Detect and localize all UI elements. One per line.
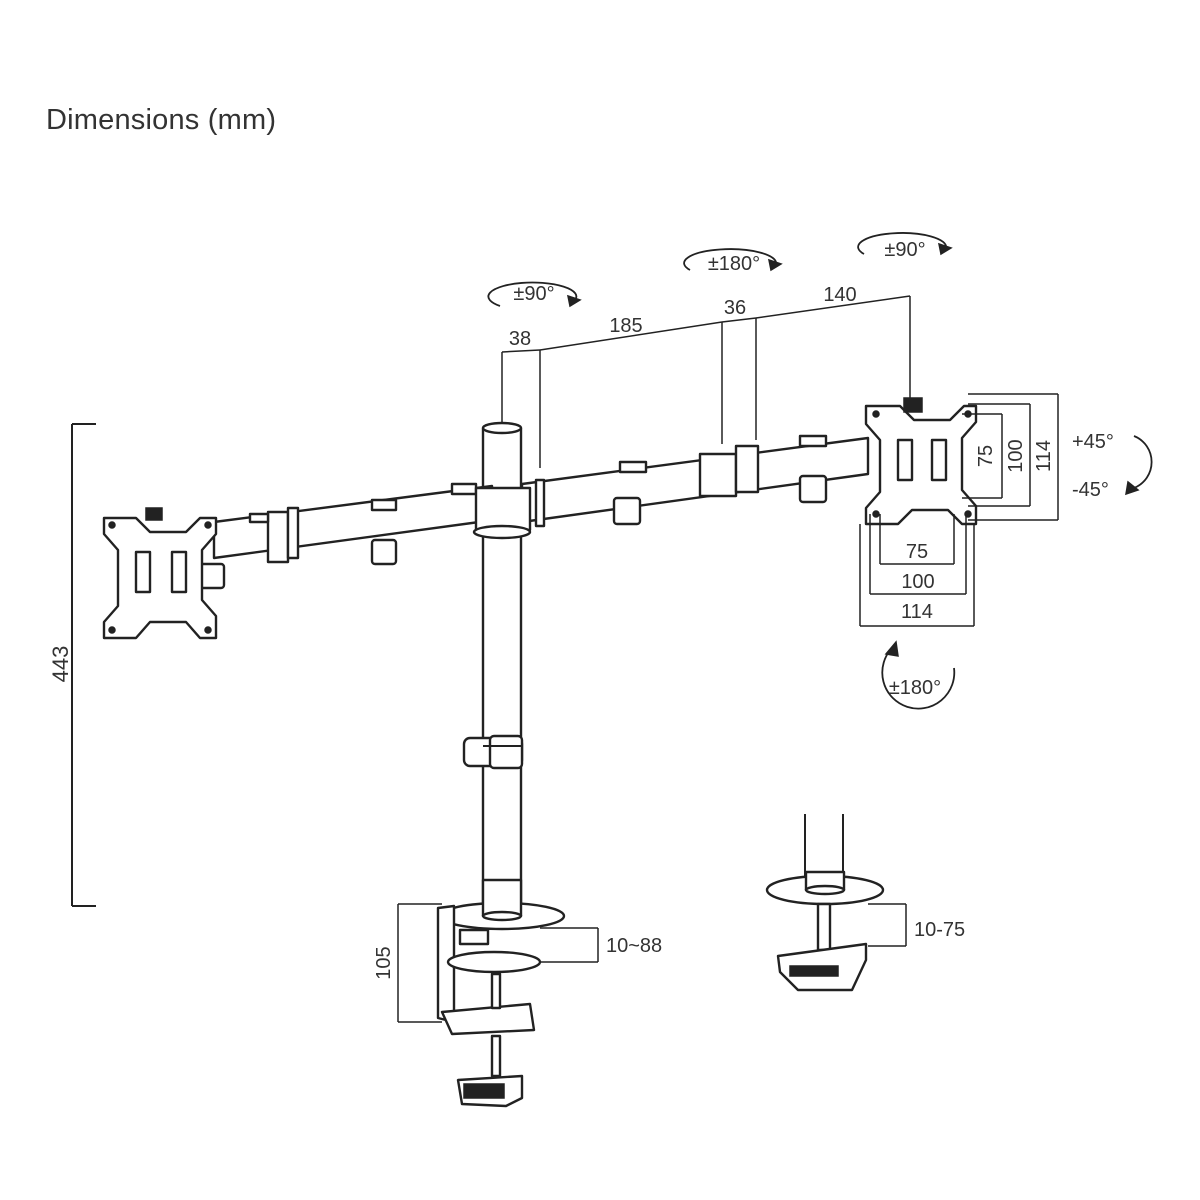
vesa-mid-w-label: 100 — [901, 571, 934, 593]
arm-swivel-badge: ±180° — [683, 248, 783, 275]
grommet-dimensions: 10-75 — [868, 903, 965, 947]
pole-swivel-badge: ±90° — [487, 281, 582, 308]
clamp-height-label: 105 — [373, 946, 395, 979]
arm-swivel-label: ±180° — [708, 253, 760, 275]
vesa-small-h-label: 75 — [975, 445, 997, 467]
height-dimension: 443 — [48, 423, 96, 907]
vesa-width-dimensions: 75 100 114 — [859, 514, 975, 627]
left-arm — [196, 482, 496, 590]
right-vesa-plate — [864, 397, 978, 526]
vesa-mid-h-label: 100 — [1005, 439, 1027, 472]
joint-label: 36 — [724, 297, 746, 319]
vesa-large-h-label: 114 — [1033, 440, 1055, 472]
tilt-up-label: +45° — [1072, 431, 1114, 453]
grommet-range-label: 10-75 — [914, 919, 965, 941]
right-arm — [520, 434, 870, 528]
vesa-height-dimensions: 75 100 114 — [962, 393, 1059, 521]
page-title: Dimensions (mm) — [46, 104, 277, 136]
tilt-down-label: -45° — [1072, 479, 1109, 501]
height-label: 443 — [48, 646, 73, 683]
arm-segment-2-label: 140 — [823, 284, 856, 306]
clamp-dimensions: 105 10~88 — [373, 903, 662, 1023]
desk-clamp — [436, 878, 566, 1108]
arm-length-dimensions: 38 185 36 140 — [501, 284, 911, 468]
vesa-large-w-label: 114 — [901, 601, 933, 623]
screen-rotation-label: ±180° — [889, 677, 941, 699]
left-vesa-plate — [102, 507, 218, 640]
grommet-mount — [765, 814, 885, 992]
vesa-small-w-label: 75 — [906, 541, 928, 563]
pole-offset-label: 38 — [509, 328, 531, 350]
screen-rotation-indicator: ±180° — [881, 640, 956, 710]
tilt-indicator: +45° -45° — [1072, 431, 1153, 501]
arm-segment-1-label: 185 — [609, 315, 642, 337]
arm-hub — [472, 486, 532, 540]
head-swivel-badge: ±90° — [857, 232, 953, 261]
clamp-range-label: 10~88 — [606, 935, 662, 957]
head-swivel-label: ±90° — [884, 239, 925, 261]
pole-swivel-label: ±90° — [513, 283, 554, 305]
